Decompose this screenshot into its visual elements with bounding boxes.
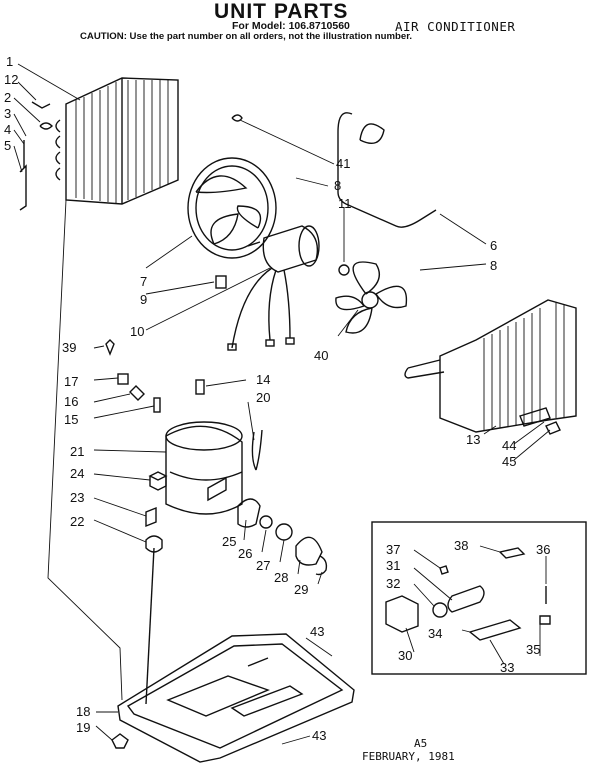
callout-8a: 8 xyxy=(334,178,341,193)
callout-34: 34 xyxy=(428,626,442,641)
callout-5: 5 xyxy=(4,138,11,153)
page-code: A5 xyxy=(414,737,428,750)
publication-date: FEBRUARY, 1981 xyxy=(362,750,455,763)
callout-44: 44 xyxy=(502,438,516,453)
base-pan xyxy=(111,633,355,763)
callout-10: 10 xyxy=(130,324,144,339)
callout-20: 20 xyxy=(256,390,270,405)
callout-29: 29 xyxy=(294,582,308,597)
callout-33: 33 xyxy=(500,660,514,675)
clip-part xyxy=(215,275,227,289)
callout-11: 11 xyxy=(338,196,352,211)
callout-19: 19 xyxy=(76,720,90,735)
callout-14: 14 xyxy=(256,372,270,387)
compressor-mounts xyxy=(145,471,168,705)
callout-12: 12 xyxy=(4,72,18,87)
callout-43a: 43 xyxy=(310,624,324,639)
callout-7: 7 xyxy=(140,274,147,289)
nut-part xyxy=(338,264,350,276)
callout-35: 35 xyxy=(526,642,540,657)
callout-18: 18 xyxy=(76,704,90,719)
callout-31: 31 xyxy=(386,558,400,573)
callout-8b: 8 xyxy=(490,258,497,273)
callout-labels: 1 12 2 3 4 5 41 8 11 6 7 9 8 10 40 39 17… xyxy=(4,54,550,743)
evaporator-coil xyxy=(404,299,577,435)
callout-3: 3 xyxy=(4,106,11,121)
callout-13: 13 xyxy=(466,432,480,447)
callout-15: 15 xyxy=(64,412,78,427)
callout-1: 1 xyxy=(6,54,13,69)
callout-32: 32 xyxy=(386,576,400,591)
model-number: For Model: 106.8710560 xyxy=(232,20,350,32)
caution-note: CAUTION: Use the part number on all orde… xyxy=(80,31,413,42)
callout-24: 24 xyxy=(70,466,84,481)
bracket-parts xyxy=(19,101,53,211)
fan-shroud xyxy=(187,157,277,259)
control-components xyxy=(385,547,551,641)
callout-17: 17 xyxy=(64,374,78,389)
page-title: UNIT PARTS xyxy=(214,0,349,23)
callout-36: 36 xyxy=(536,542,550,557)
overload-parts xyxy=(237,498,328,576)
callout-21: 21 xyxy=(70,444,84,459)
callout-6: 6 xyxy=(490,238,497,253)
capillary-tube xyxy=(231,112,437,228)
callout-25: 25 xyxy=(222,534,236,549)
callout-37: 37 xyxy=(386,542,400,557)
callout-45: 45 xyxy=(502,454,516,469)
small-fittings xyxy=(105,339,205,413)
fan-blade xyxy=(335,261,408,334)
fan-motor xyxy=(227,225,320,351)
callout-40: 40 xyxy=(314,348,328,363)
control-inset-border xyxy=(371,521,587,675)
callout-9: 9 xyxy=(140,292,147,307)
callout-22: 22 xyxy=(70,514,84,529)
callout-23: 23 xyxy=(70,490,84,505)
appliance-type: AIR CONDITIONER xyxy=(395,19,516,34)
callout-16: 16 xyxy=(64,394,78,409)
callout-30: 30 xyxy=(398,648,412,663)
callout-41: 41 xyxy=(336,156,350,171)
callout-28: 28 xyxy=(274,570,288,585)
callout-43b: 43 xyxy=(312,728,326,743)
compressor xyxy=(165,421,263,515)
callout-38: 38 xyxy=(454,538,468,553)
callout-2: 2 xyxy=(4,90,11,105)
callout-4: 4 xyxy=(4,122,11,137)
callout-39: 39 xyxy=(62,340,76,355)
callout-26: 26 xyxy=(238,546,252,561)
assembly-lead xyxy=(47,199,123,701)
leader-lines xyxy=(13,63,551,745)
callout-27: 27 xyxy=(256,558,270,573)
